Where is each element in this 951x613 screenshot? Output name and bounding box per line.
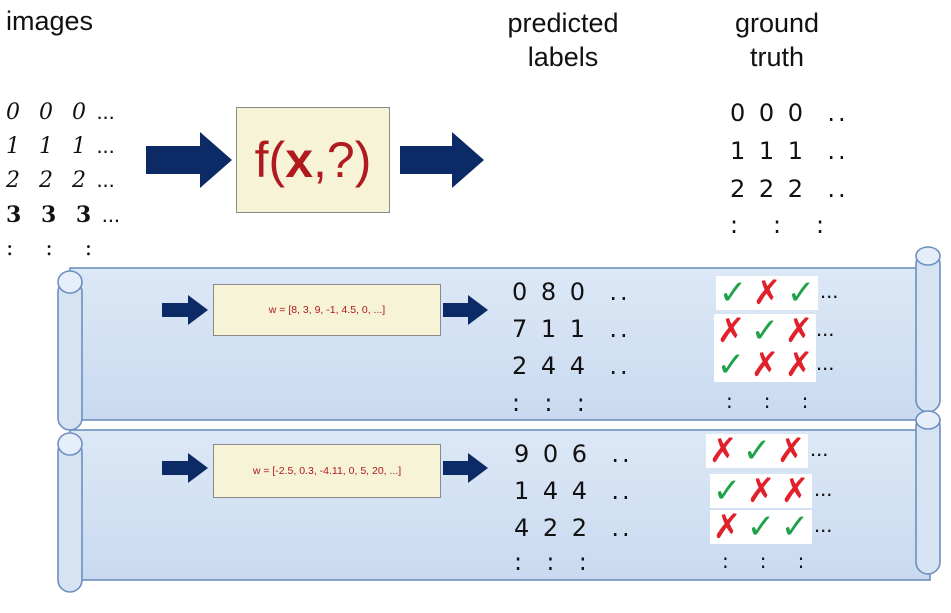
check-mark-icon: ✓	[716, 276, 750, 310]
digit-row-1: 1 1 1 ...	[6, 130, 120, 164]
arrow-images-to-function	[146, 132, 232, 188]
check-mark-icon: ✓	[714, 348, 748, 382]
cross-mark-icon: ✗	[782, 348, 816, 382]
ground-header-line1: ground	[734, 8, 820, 38]
prediction-row: 9 0 6 ..	[514, 440, 633, 468]
marks-grid-2: ✗ ✓ ✗ ... ✓ ✗ ✗ ... ✗ ✓ ✓ ... : : :	[706, 434, 846, 574]
digit-row-ellipsis: ...	[96, 167, 115, 192]
digit-row-glyphs: : : :	[6, 236, 99, 261]
prediction-row: 0 8 0 ..	[512, 278, 631, 306]
check-mark-icon: ✓	[778, 510, 812, 544]
weights-text-2: w = [-2.5, 0.3, -4.11, 0, 5, 20, ...]	[252, 465, 402, 477]
images-header: images	[6, 6, 94, 36]
function-input-x: x	[285, 132, 313, 188]
digit-row-glyphs: 0 0 0	[6, 100, 92, 125]
ground-truth-row: : : :	[730, 211, 828, 239]
digit-row-glyphs: 3 3 3	[6, 202, 98, 228]
digit-row-4: : : :	[6, 232, 120, 266]
check-mark-icon: ✓	[710, 474, 744, 508]
cross-mark-icon: ✗	[782, 314, 816, 348]
predicted-header-line1: predicted	[507, 8, 619, 38]
digit-row-3: 3 3 3 ...	[6, 198, 120, 232]
digit-images: 0 0 0 ... 1 1 1 ... 2 2 2 ... 3 3 3 ... …	[6, 96, 120, 266]
ground-truth-row: 0 0 0 ..	[730, 99, 849, 127]
arrow-small-out-2	[443, 453, 488, 483]
check-mark-icon: ✓	[740, 434, 774, 468]
marks-continuation: : : :	[726, 389, 812, 413]
function-label: f(x,?)	[255, 131, 372, 189]
marks-continuation: : : :	[722, 549, 808, 573]
function-box: f(x,?)	[236, 107, 390, 213]
digit-row-glyphs: 2 2 2	[6, 168, 92, 193]
marks-ellipsis: ...	[814, 476, 833, 501]
cross-mark-icon: ✗	[774, 434, 808, 468]
cross-mark-icon: ✗	[714, 314, 748, 348]
predicted-labels-header: predicted labels	[490, 6, 636, 74]
prediction-row: 1 4 4 ..	[514, 477, 633, 505]
cross-mark-icon: ✗	[744, 474, 778, 508]
digit-row-glyphs: 1 1 1	[6, 134, 92, 159]
arrow-function-to-labels	[400, 132, 484, 188]
cross-mark-icon: ✗	[778, 474, 812, 508]
arrow-small-out-1	[443, 295, 488, 325]
digit-row-2: 2 2 2 ...	[6, 164, 120, 198]
predicted-header-line2: labels	[527, 42, 599, 72]
marks-ellipsis: ...	[814, 512, 833, 537]
marks-ellipsis: ...	[816, 316, 835, 341]
function-suffix: ,?)	[313, 132, 372, 188]
cross-mark-icon: ✗	[748, 348, 782, 382]
prediction-row: 2 4 4 ..	[512, 352, 631, 380]
weights-text-1: w = [8, 3, 9, -1, 4.5, 0, ...]	[268, 304, 386, 316]
ground-truth-list: 0 0 0 .. 1 1 1 .. 2 2 2 .. : : :	[730, 94, 849, 242]
prediction-row: 4 2 2 ..	[514, 514, 633, 542]
arrow-small-in-2	[162, 453, 208, 483]
cross-mark-icon: ✗	[706, 434, 740, 468]
ground-truth-header: ground truth	[710, 6, 844, 74]
predictions-1: 0 8 0 .. 7 1 1 .. 2 4 4 .. : : :	[512, 274, 631, 422]
ground-truth-row: 1 1 1 ..	[730, 137, 849, 165]
marks-ellipsis: ...	[810, 436, 829, 461]
ground-truth-row: 2 2 2 ..	[730, 175, 849, 203]
check-mark-icon: ✓	[748, 314, 782, 348]
digit-row-ellipsis: ...	[96, 133, 115, 158]
prediction-row: : : :	[514, 548, 590, 576]
check-mark-icon: ✓	[744, 510, 778, 544]
marks-ellipsis: ...	[816, 350, 835, 375]
digit-row-ellipsis: ...	[96, 99, 115, 124]
prediction-row: : : :	[512, 389, 588, 417]
weights-box-1: w = [8, 3, 9, -1, 4.5, 0, ...]	[213, 284, 441, 336]
digit-row-ellipsis: ...	[101, 202, 121, 227]
predictions-2: 9 0 6 .. 1 4 4 .. 4 2 2 .. : : :	[514, 436, 633, 577]
arrow-small-in-1	[162, 295, 208, 325]
function-prefix: f(	[254, 132, 286, 188]
ground-header-line2: truth	[749, 42, 805, 72]
marks-ellipsis: ...	[820, 278, 839, 303]
cross-mark-icon: ✗	[710, 510, 744, 544]
prediction-row: 7 1 1 ..	[512, 315, 631, 343]
marks-grid-1: ✓ ✗ ✓ ... ✗ ✓ ✗ ... ✓ ✗ ✗ ... : : :	[714, 274, 854, 414]
cross-mark-icon: ✗	[750, 276, 784, 310]
digit-row-0: 0 0 0 ...	[6, 96, 120, 130]
weights-box-2: w = [-2.5, 0.3, -4.11, 0, 5, 20, ...]	[213, 444, 441, 498]
check-mark-icon: ✓	[784, 276, 818, 310]
